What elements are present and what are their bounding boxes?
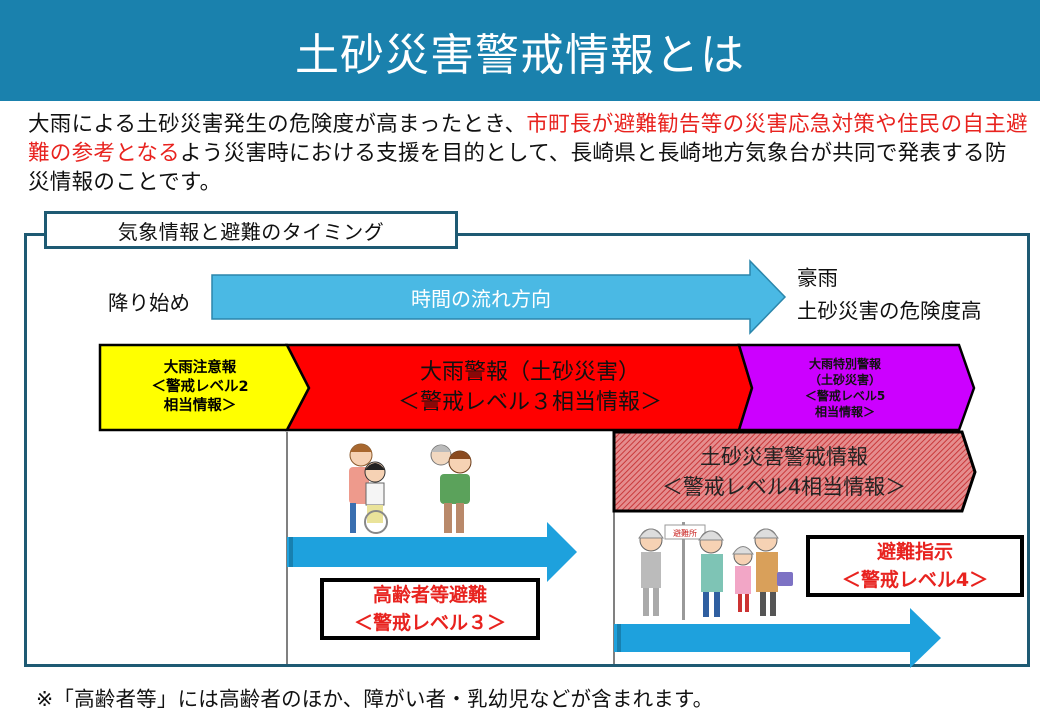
segment-emergency xyxy=(737,343,976,432)
section-label: 気象情報と避難のタイミング xyxy=(44,211,458,249)
intro-text: よう災害時における支援を目的として、長崎県と長崎地方気象台が共同で発表する防災情… xyxy=(28,141,1007,195)
footnote: ※「高齢者等」には高齢者のほか、障がい者・乳幼児などが含まれます。 xyxy=(36,687,714,711)
time-flow-arrow xyxy=(211,259,787,335)
segment-line: 大雨注意報 xyxy=(163,360,237,376)
segment-emergency-text: 大雨特別警報 （土砂災害） ＜警戒レベル5 相当情報＞ xyxy=(750,345,940,430)
timing-frame xyxy=(24,233,1030,667)
segment-warning-text: 大雨警報（土砂災害） ＜警戒レベル３相当情報＞ xyxy=(300,345,760,430)
action-arrow-evacuate xyxy=(614,608,941,668)
sediment-alert-text: 土砂災害警戒情報 ＜警戒レベル4相当情報＞ xyxy=(614,433,954,511)
page-title: 土砂災害警戒情報とは xyxy=(295,29,745,81)
intro-paragraph: 大雨による土砂災害発生の危険度が高まったとき、市町長が避難勧告等の災害応急対策や… xyxy=(28,110,1028,197)
start-label: 降り始め xyxy=(108,291,190,315)
illustration-elderly-evacuation xyxy=(349,443,472,534)
illustration-family-evacuation: 避難所 xyxy=(638,522,793,620)
segment-line: 相当情報＞ xyxy=(163,398,237,414)
intro-highlight: 市町長が避難勧告等の災害応急対策や住民の自主避難の参考となる xyxy=(28,112,1028,166)
segment-line: ＜警戒レベル2 xyxy=(151,379,249,395)
header-banner: 土砂災害警戒情報とは xyxy=(0,0,1040,101)
segment-line: （土砂災害） xyxy=(808,372,881,387)
callout-line: ＜警戒レベル３＞ xyxy=(353,612,506,634)
callout-evacuation-order: 避難指示 ＜警戒レベル4＞ xyxy=(806,535,1024,597)
end-label-line1: 豪雨 xyxy=(797,266,838,290)
arrow-tail-stripe xyxy=(617,624,621,652)
callout-line: ＜警戒レベル4＞ xyxy=(841,569,989,591)
segment-line: 土砂災害警戒情報 xyxy=(700,445,868,469)
callout-line: 避難指示 xyxy=(876,541,953,563)
segment-line: 大雨特別警報 xyxy=(808,356,881,371)
action-arrow-elderly xyxy=(287,522,577,582)
segment-line: ＜警戒レベル３相当情報＞ xyxy=(397,389,662,415)
intro-text: 大雨による土砂災害発生の危険度が高まったとき、 xyxy=(28,112,527,137)
end-label: 豪雨 土砂災害の危険度高 xyxy=(797,262,982,328)
segment-line: 相当情報＞ xyxy=(814,404,875,419)
callout-elderly-evacuation: 高齢者等避難 ＜警戒レベル３＞ xyxy=(320,578,540,640)
callout-line: 高齢者等避難 xyxy=(372,584,487,606)
segment-line: 大雨警報（土砂災害） xyxy=(419,359,640,385)
shelter-sign-text: 避難所 xyxy=(673,528,697,538)
segment-line: ＜警戒レベル4相当情報＞ xyxy=(661,475,907,499)
arrow-tail-stripe xyxy=(289,537,293,567)
segment-sediment-alert xyxy=(612,430,977,513)
end-label-line2: 土砂災害の危険度高 xyxy=(797,299,982,323)
segment-advisory-text: 大雨注意報 ＜警戒レベル2 相当情報＞ xyxy=(100,345,300,430)
segment-line: ＜警戒レベル5 xyxy=(804,388,886,403)
time-flow-label: 時間の流れ方向 xyxy=(411,286,551,311)
